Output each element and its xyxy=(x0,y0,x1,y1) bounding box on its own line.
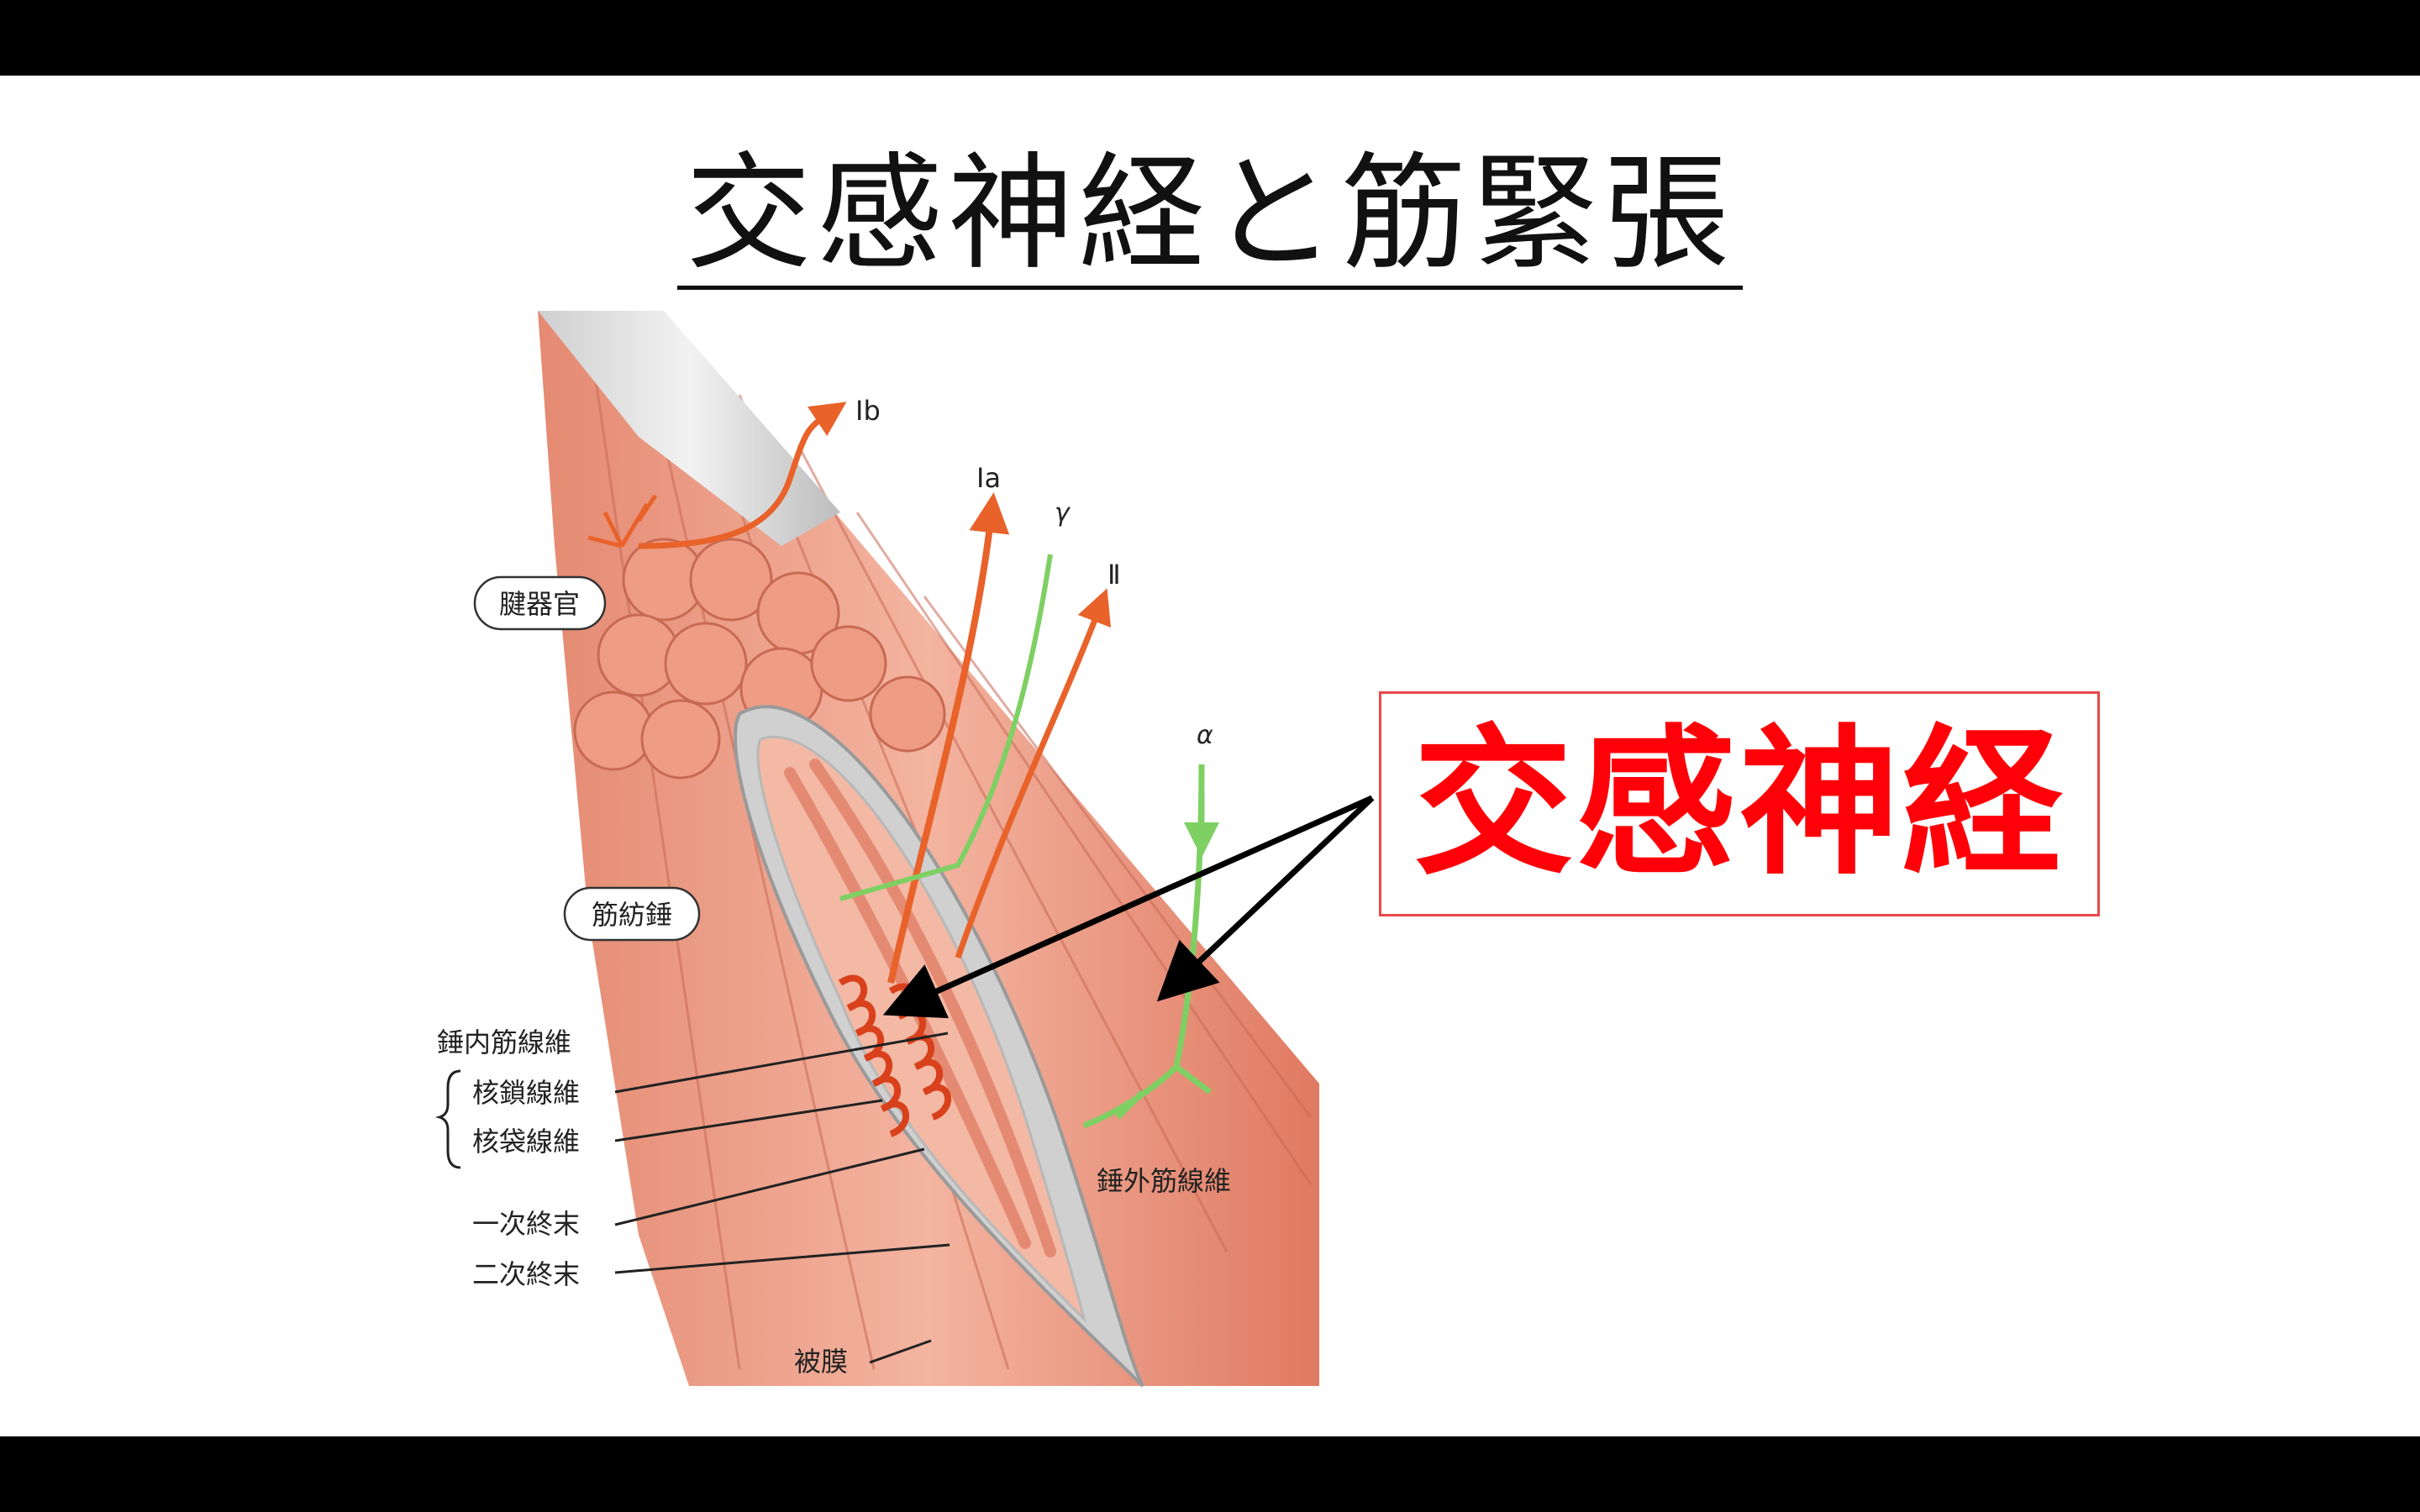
slide-title-container: 交感神経と筋緊張 xyxy=(0,143,2420,294)
nerve-ia xyxy=(887,492,1010,984)
label-muscle-spindle: 筋紡錘 xyxy=(592,899,672,931)
nerve-ib xyxy=(638,402,847,549)
label-extrafusal-fiber: 錘外筋線維 xyxy=(1097,1165,1231,1197)
label-gamma: γ xyxy=(1055,498,1071,528)
label-ib: Ib xyxy=(855,395,881,427)
callout-arrow-extrafusal xyxy=(1156,795,1375,1002)
label-capsule: 被膜 xyxy=(794,1346,848,1378)
label-brace xyxy=(434,1069,461,1169)
label-ii: Ⅱ xyxy=(1107,559,1121,591)
leader-lines xyxy=(614,1032,950,1364)
pill-muscle-spindle: 筋紡錘 xyxy=(563,886,701,942)
label-primary-ending: 一次終末 xyxy=(472,1208,580,1240)
label-nuclear-chain-fiber: 核鎖線維 xyxy=(472,1077,580,1109)
pill-tendon-organ: 腱器官 xyxy=(473,575,607,631)
nerve-gamma xyxy=(839,554,1053,901)
label-intrafusal-fiber: 錘内筋線維 xyxy=(437,1026,571,1058)
label-ia: Ia xyxy=(976,462,1001,494)
slide: 交感神経と筋緊張 xyxy=(0,76,2420,1436)
nerve-ii xyxy=(955,588,1112,959)
tendon-organ-branches xyxy=(587,494,658,549)
slide-title: 交感神経と筋緊張 xyxy=(676,143,1743,290)
callout-arrow-intrafusal xyxy=(882,795,1374,1019)
callout-text: 交感神経 xyxy=(1413,711,2065,896)
label-alpha: α xyxy=(1197,721,1213,750)
muscle-spindle xyxy=(734,705,1144,1388)
label-tendon-organ: 腱器官 xyxy=(499,588,580,620)
sympathetic-nerve-callout: 交感神経 xyxy=(1379,691,2100,916)
muscle-spindle-diagram: Ib Ia γ Ⅱ α 腱器官 筋紡錘 錘内筋線維 核鎖線維 核袋線維 一次終末… xyxy=(434,311,1375,1388)
label-secondary-ending: 二次終末 xyxy=(472,1258,580,1290)
label-nuclear-bag-fiber: 核袋線維 xyxy=(472,1126,580,1158)
callout-arrows xyxy=(882,795,1375,1019)
tendon xyxy=(538,311,840,546)
